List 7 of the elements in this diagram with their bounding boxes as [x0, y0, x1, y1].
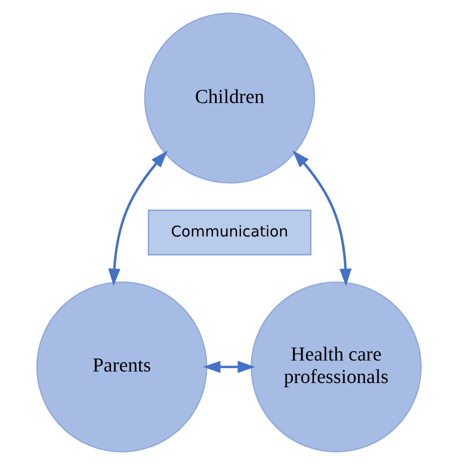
node-circle: Health care professionals: [250, 281, 422, 452]
node-circle: Parents: [36, 281, 208, 452]
arrow: [292, 150, 352, 286]
arrow: [108, 150, 168, 286]
node-circle: Children: [144, 12, 316, 184]
node-box: Communication: [148, 210, 312, 256]
arrow: [203, 360, 256, 374]
